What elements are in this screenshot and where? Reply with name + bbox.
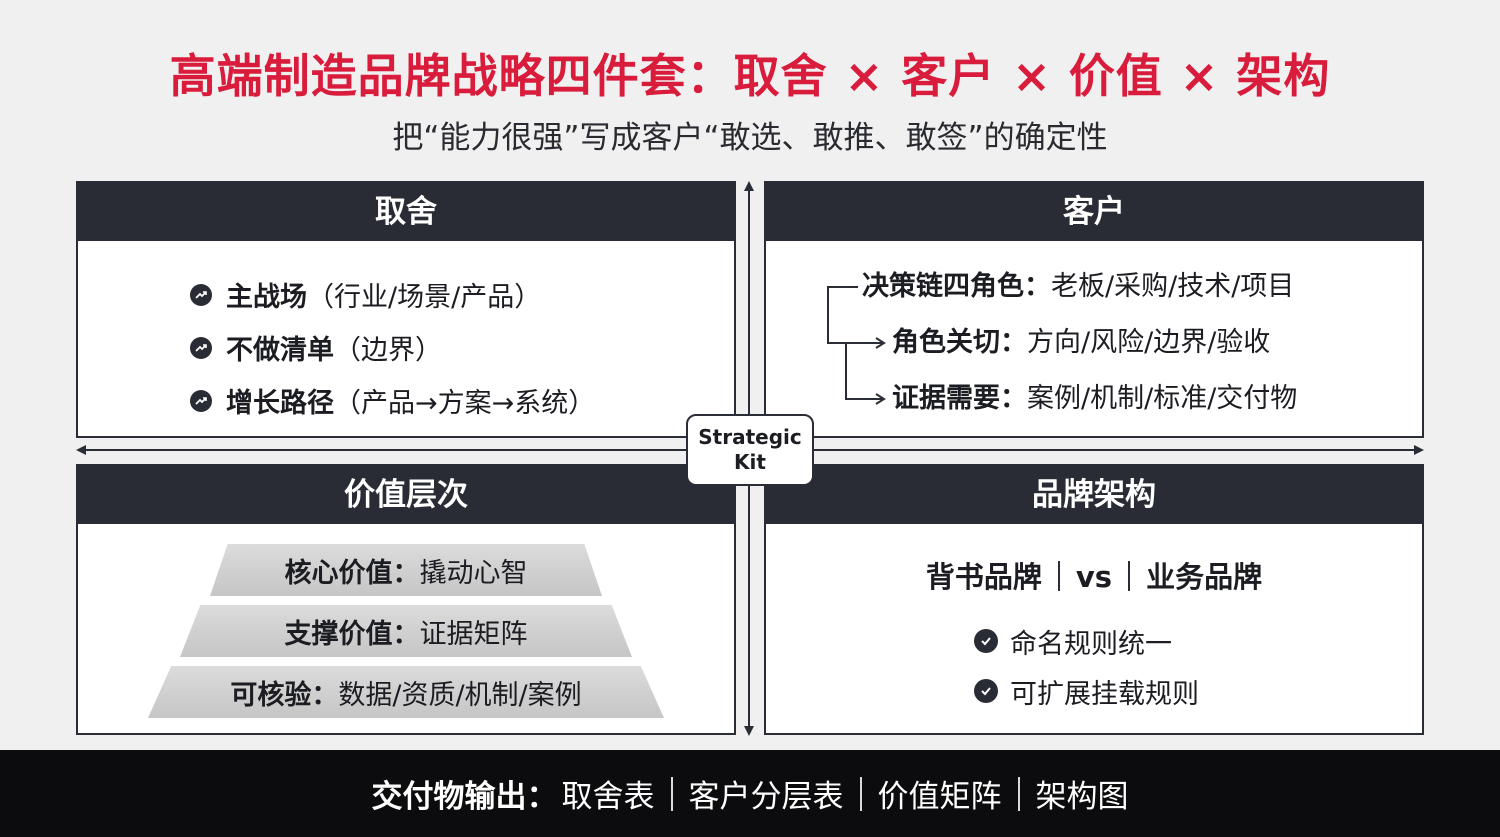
trend-up-icon <box>190 336 212 359</box>
item-text: （产品→方案→系统） <box>334 388 596 419</box>
panel-title-customer: 客户 <box>766 183 1422 241</box>
tier-text: 数据/资质/机制/案例 <box>338 679 582 711</box>
item-text: 命名规则统一 <box>1010 628 1172 660</box>
deliverable-item: 客户分层表 <box>688 779 844 815</box>
brand-vs-row: 背书品牌 vs 业务品牌 <box>766 554 1422 596</box>
deliverable-item: 取舍表 <box>561 779 655 815</box>
divider <box>859 776 862 811</box>
footer-deliverables: 交付物输出： 取舍表 客户分层表 价值矩阵 架构图 <box>0 750 1500 837</box>
tier-bold: 可核验： <box>230 679 339 711</box>
panel-brand: 品牌架构 背书品牌 vs 业务品牌 命名规则统一 可扩展挂载规则 <box>764 464 1424 735</box>
panel-title-tradeoff: 取舍 <box>78 183 734 241</box>
decision-chain-child: 角色关切：方向/风险/边界/验收 <box>892 325 1270 361</box>
check-icon <box>974 679 998 703</box>
divider <box>1017 776 1020 811</box>
item-text: （边界） <box>334 335 442 366</box>
deliverable-item: 架构图 <box>1035 779 1129 815</box>
trend-up-icon <box>190 283 212 306</box>
list-item: 增长路径（产品→方案→系统） <box>190 374 595 427</box>
center-badge-line1: Strategic <box>698 425 802 449</box>
decision-chain-root: 决策链四角色：老板/采购/技术/项目 <box>862 269 1294 305</box>
item-bold: 不做清单 <box>226 335 334 366</box>
endorsement-brand: 背书品牌 <box>925 560 1042 594</box>
panel-title-brand: 品牌架构 <box>766 466 1422 524</box>
item-text: （行业/场景/产品） <box>307 282 542 313</box>
vs-label: vs <box>1075 560 1113 594</box>
tradeoff-list: 主战场（行业/场景/产品） 不做清单（边界） 增长路径（产品→方案→系统） <box>190 268 595 427</box>
center-badge-line2: Kit <box>734 450 766 474</box>
panel-customer: 客户 决策链四角色：老板/采购/技术/项目 角色关切：方向/风险/边界/验收 证… <box>764 181 1424 438</box>
item-text: 可扩展挂载规则 <box>1010 678 1199 710</box>
center-badge: Strategic Kit <box>686 414 814 486</box>
panel-value: 价值层次 核心价值：撬动心智 支撑价值：证据矩阵 可核验：数据/资质/机制/案例 <box>76 464 736 735</box>
child-bold: 证据需要： <box>892 383 1027 414</box>
child-text: 案例/机制/标准/交付物 <box>1027 383 1298 414</box>
root-bold: 决策链四角色： <box>862 271 1051 302</box>
business-brand: 业务品牌 <box>1146 560 1263 594</box>
arrow-down-icon <box>744 726 754 736</box>
tier-text: 撬动心智 <box>419 557 528 589</box>
pyramid-tier: 可核验：数据/资质/机制/案例 <box>148 666 664 718</box>
tier-bold: 支撑价值： <box>284 618 420 650</box>
child-bold: 角色关切： <box>892 327 1027 358</box>
item-bold: 主战场 <box>226 282 307 313</box>
panel-title-value: 价值层次 <box>78 466 734 524</box>
divider <box>1057 561 1060 591</box>
child-text: 方向/风险/边界/验收 <box>1027 327 1271 358</box>
root-text: 老板/采购/技术/项目 <box>1051 271 1295 302</box>
list-item: 主战场（行业/场景/产品） <box>190 268 595 321</box>
item-bold: 增长路径 <box>226 388 334 419</box>
pyramid-tier: 支撑价值：证据矩阵 <box>180 605 632 657</box>
list-item: 可扩展挂载规则 <box>974 666 1199 716</box>
arrow-left-icon <box>76 445 86 455</box>
arrow-right-icon <box>1414 445 1424 455</box>
arrow-up-icon <box>744 181 754 191</box>
trend-up-icon <box>190 389 212 412</box>
page-subtitle: 把“能力很强”写成客户“敢选、敢推、敢签”的确定性 <box>392 120 1108 156</box>
list-item: 不做清单（边界） <box>190 321 595 374</box>
divider <box>670 776 673 811</box>
divider <box>1128 561 1131 591</box>
deliverable-item: 价值矩阵 <box>877 779 1002 815</box>
footer-label: 交付物输出： <box>371 779 558 815</box>
check-icon <box>974 629 998 653</box>
list-item: 命名规则统一 <box>974 616 1199 666</box>
tier-text: 证据矩阵 <box>419 618 528 650</box>
page-title: 高端制造品牌战略四件套：取舍 × 客户 × 价值 × 架构 <box>169 49 1331 103</box>
tier-bold: 核心价值： <box>284 557 420 589</box>
pyramid-tier: 核心价值：撬动心智 <box>210 544 602 596</box>
decision-chain-child: 证据需要：案例/机制/标准/交付物 <box>892 381 1297 417</box>
panel-tradeoff: 取舍 主战场（行业/场景/产品） 不做清单（边界） 增长路径（产品→方案→系统） <box>76 181 736 438</box>
brand-rules-list: 命名规则统一 可扩展挂载规则 <box>974 616 1199 716</box>
tree-connector <box>827 286 886 405</box>
